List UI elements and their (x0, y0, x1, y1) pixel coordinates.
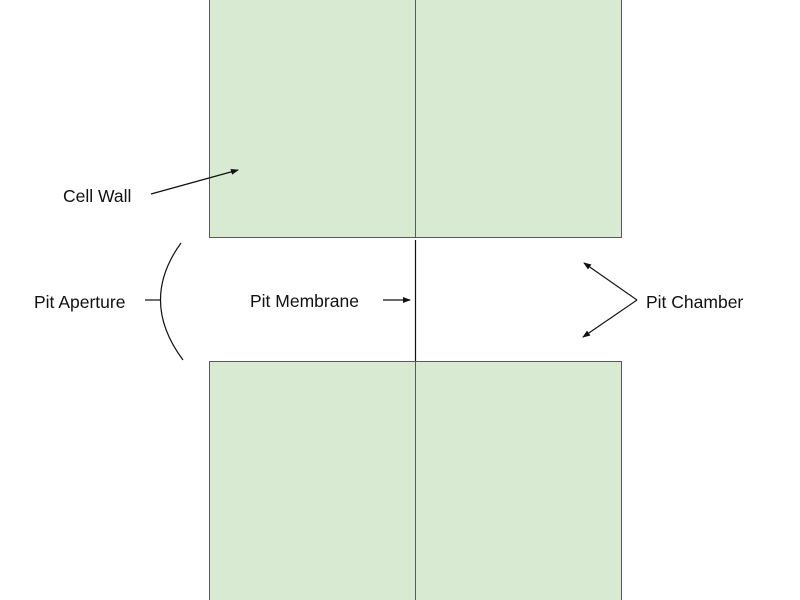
lower-left-cell-wall (209, 361, 416, 600)
lower-right-cell-wall (415, 361, 622, 600)
pit-aperture-bracket (159, 242, 184, 361)
pit-chamber-arrow-upper (583, 262, 638, 301)
cell-wall-arrow (150, 168, 239, 195)
pit-chamber-arrow-lower (582, 299, 638, 338)
cell-wall-label: Cell Wall (63, 186, 131, 206)
lower-cell-wall (209, 361, 622, 600)
upper-cell-wall (209, 0, 622, 238)
pit-chamber-label: Pit Chamber (646, 292, 743, 312)
pit-membrane-label: Pit Membrane (250, 291, 359, 311)
upper-left-cell-wall (209, 0, 416, 238)
upper-right-cell-wall (415, 0, 622, 238)
pit-aperture-label: Pit Aperture (34, 292, 125, 312)
